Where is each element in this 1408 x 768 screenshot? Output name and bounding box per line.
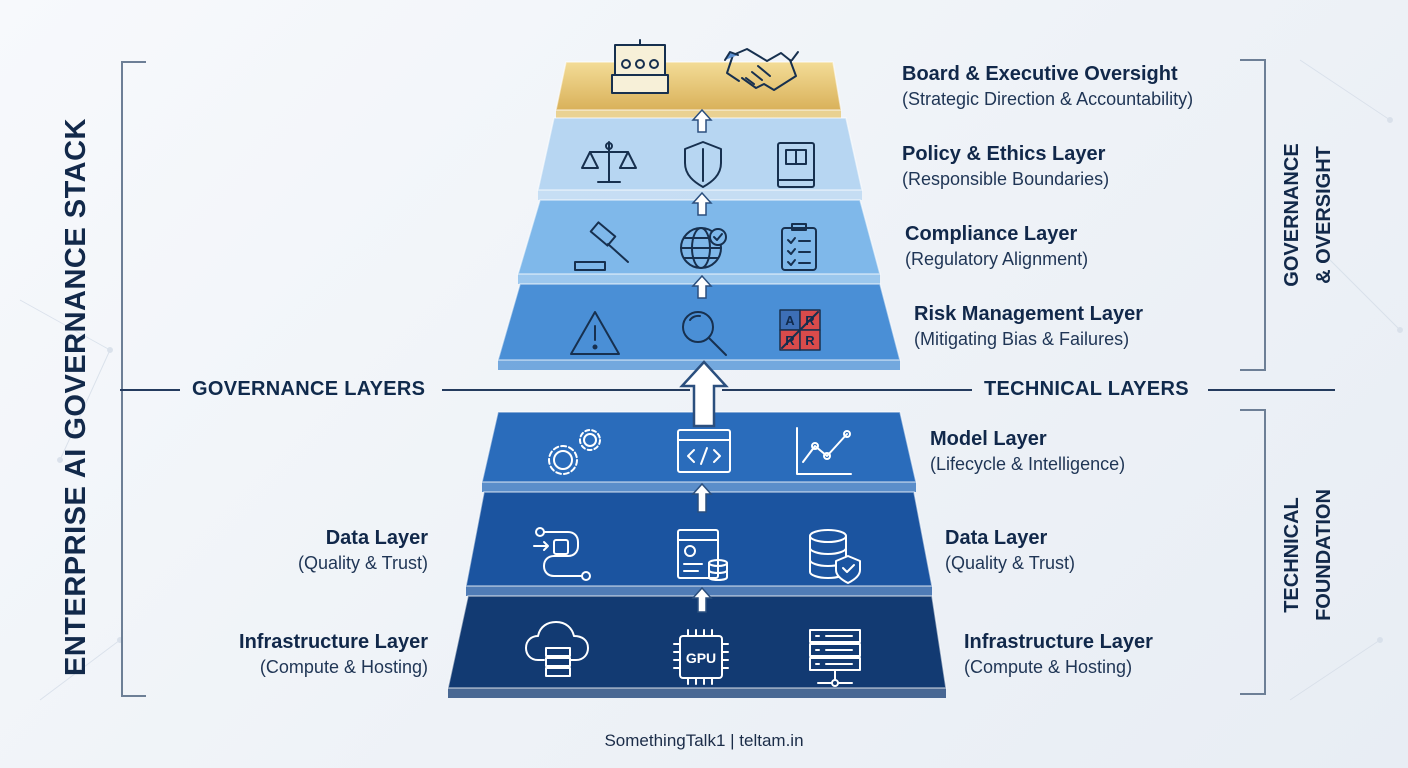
data-pipeline-icon (533, 527, 591, 581)
database-shield-icon (809, 529, 861, 584)
boardroom-icon (611, 39, 669, 94)
risk-letter: R (785, 333, 795, 348)
layer-label-board: Board & Executive Oversight (Strategic D… (902, 62, 1193, 112)
layer-face (537, 117, 863, 191)
side-label-line: & OVERSIGHT (1313, 146, 1335, 284)
layer-subtitle: (Mitigating Bias & Failures) (914, 329, 1130, 349)
layer-subtitle: (Responsible Boundaries) (902, 169, 1110, 189)
layer-label-compliance: Compliance Layer (Regulatory Alignment) (905, 222, 1088, 272)
globe-check-icon (680, 227, 727, 269)
technical-layers-label: TECHNICAL LAYERS (984, 378, 1189, 400)
scales-icon (581, 141, 637, 183)
flow-arrow (691, 586, 713, 613)
left-bracket (121, 61, 146, 697)
risk-matrix-icon (779, 309, 821, 351)
layer-label-model: Model Layer (Lifecycle & Intelligence) (930, 427, 1125, 477)
gavel-icon (574, 221, 629, 271)
data-document-icon (677, 529, 728, 581)
side-label-technical: TECHNICAL FOUNDATION (1281, 489, 1335, 621)
layer-face (555, 61, 842, 111)
flow-arrow (691, 482, 713, 513)
handshake-icon (724, 48, 799, 91)
cloud-server-icon (525, 621, 589, 677)
layer-label-data: Data Layer (Quality & Trust) (945, 526, 1075, 576)
flow-arrow (691, 274, 713, 299)
layer-title: Model Layer (930, 428, 1047, 450)
layer-label-infrastructure: Infrastructure Layer (Compute & Hosting) (964, 630, 1153, 680)
layer-title: Board & Executive Oversight (902, 63, 1178, 85)
flow-arrow (691, 191, 713, 216)
top-right-bracket (1240, 59, 1266, 371)
gears-icon (548, 429, 601, 475)
risk-matrix-letters: A R R R (785, 313, 815, 348)
side-label-line: TECHNICAL (1281, 497, 1303, 613)
code-window-icon (677, 429, 731, 473)
left-label-infrastructure: Infrastructure Layer (Compute & Hosting) (239, 630, 428, 680)
stack-title: ENTERPRISE AI GOVERNANCE STACK (60, 118, 92, 676)
layer-label-risk: Risk Management Layer (Mitigating Bias &… (914, 302, 1143, 352)
risk-letter: R (805, 313, 815, 328)
side-label-line: GOVERNANCE (1281, 143, 1303, 286)
background-network (19, 59, 1403, 701)
layer-title: Compliance Layer (905, 223, 1078, 245)
layer-subtitle: (Strategic Direction & Accountability) (902, 89, 1194, 109)
bottom-right-bracket (1240, 409, 1266, 695)
flow-arrow (691, 108, 713, 133)
layer-front-face (448, 688, 946, 698)
layer-face (447, 595, 947, 689)
layer-stack (447, 61, 947, 698)
layer-title: Policy & Ethics Layer (902, 143, 1106, 165)
book-icon (777, 142, 815, 188)
layer-title: Infrastructure Layer (239, 631, 428, 653)
shield-icon (684, 141, 722, 188)
layer-subtitle: (Regulatory Alignment) (905, 249, 1089, 269)
layer-infrastructure (447, 595, 947, 698)
main-flow-arrow (679, 360, 729, 428)
layer-title: Data Layer (945, 527, 1048, 549)
layer-board (555, 61, 842, 118)
layer-front-face (498, 360, 900, 370)
gpu-chip-icon (673, 629, 729, 685)
layer-subtitle: (Quality & Trust) (945, 553, 1076, 573)
risk-letter: A (785, 313, 795, 328)
governance-layers-label: GOVERNANCE LAYERS (192, 378, 426, 400)
layer-title: Data Layer (325, 527, 428, 549)
layer-policy (537, 117, 863, 200)
layer-subtitle: (Quality & Trust) (297, 553, 428, 573)
server-rack-icon (809, 629, 861, 687)
risk-letter: R (805, 333, 815, 348)
flow-arrows (679, 108, 729, 613)
side-label-line: FOUNDATION (1313, 489, 1335, 621)
side-label-governance: GOVERNANCE & OVERSIGHT (1281, 143, 1335, 286)
layer-subtitle: (Compute & Hosting) (964, 657, 1133, 677)
layer-subtitle: (Lifecycle & Intelligence) (930, 454, 1126, 474)
layer-subtitle: (Compute & Hosting) (259, 657, 428, 677)
layer-label-policy: Policy & Ethics Layer (Responsible Bound… (902, 142, 1109, 192)
checklist-icon (781, 223, 817, 271)
footer-credit: SomethingTalk1 | teltam.in (604, 731, 804, 750)
left-label-data: Data Layer (Quality & Trust) (298, 526, 428, 576)
magnifier-icon (682, 311, 727, 356)
line-chart-icon (796, 427, 852, 475)
gpu-label: GPU (686, 650, 716, 666)
layer-face (481, 411, 917, 483)
layer-title: Risk Management Layer (914, 303, 1143, 325)
layer-icons: A R R R (525, 39, 861, 687)
layer-title: Infrastructure Layer (964, 631, 1153, 653)
warning-icon (570, 311, 620, 355)
